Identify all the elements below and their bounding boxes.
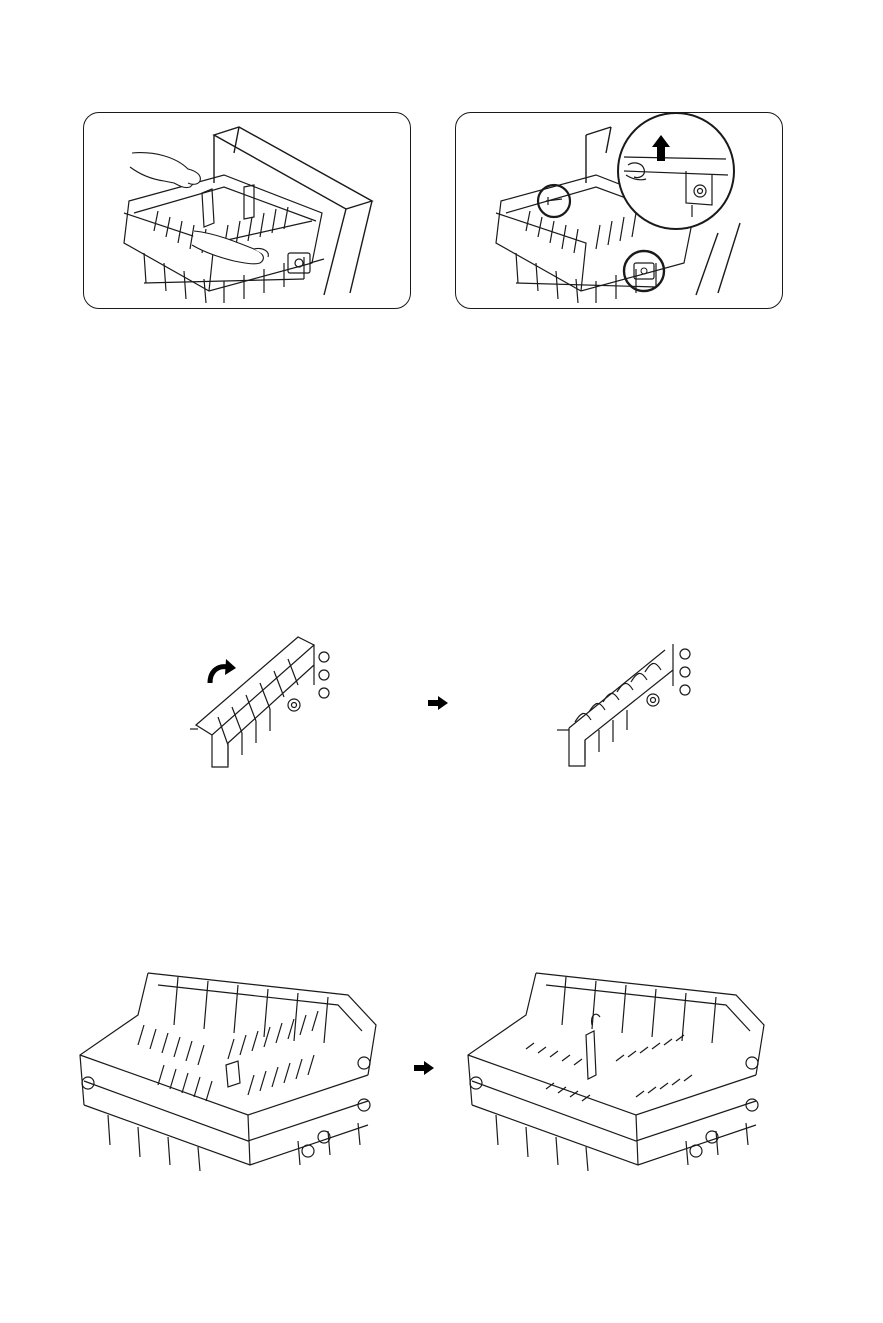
- illustration-panel-release-rail: [455, 112, 783, 309]
- right-rail-stopper-highlight: [624, 251, 664, 291]
- side-rack-before: [188, 625, 338, 770]
- lower-basket-before: [78, 965, 378, 1175]
- right-arrow-icon: [428, 696, 448, 715]
- side-rack-after: [555, 630, 705, 770]
- lower-basket-tines-folded-illustration: [466, 965, 766, 1175]
- curved-rotate-arrow-icon: [210, 659, 236, 683]
- side-rack-folded-up-illustration: [188, 625, 338, 770]
- right-arrow-icon-2: [414, 1061, 434, 1080]
- rail-release-illustration: [456, 113, 783, 309]
- lower-basket-after: [466, 965, 766, 1175]
- illustration-panel-remove-basket: [83, 112, 411, 309]
- left-rail-stopper-highlight: [538, 185, 570, 217]
- lower-basket-tines-upright-illustration: [78, 965, 378, 1175]
- zoom-callout: [618, 113, 734, 229]
- basket-removal-illustration: [84, 113, 411, 309]
- side-rack-tines-folded-down-illustration: [555, 630, 705, 770]
